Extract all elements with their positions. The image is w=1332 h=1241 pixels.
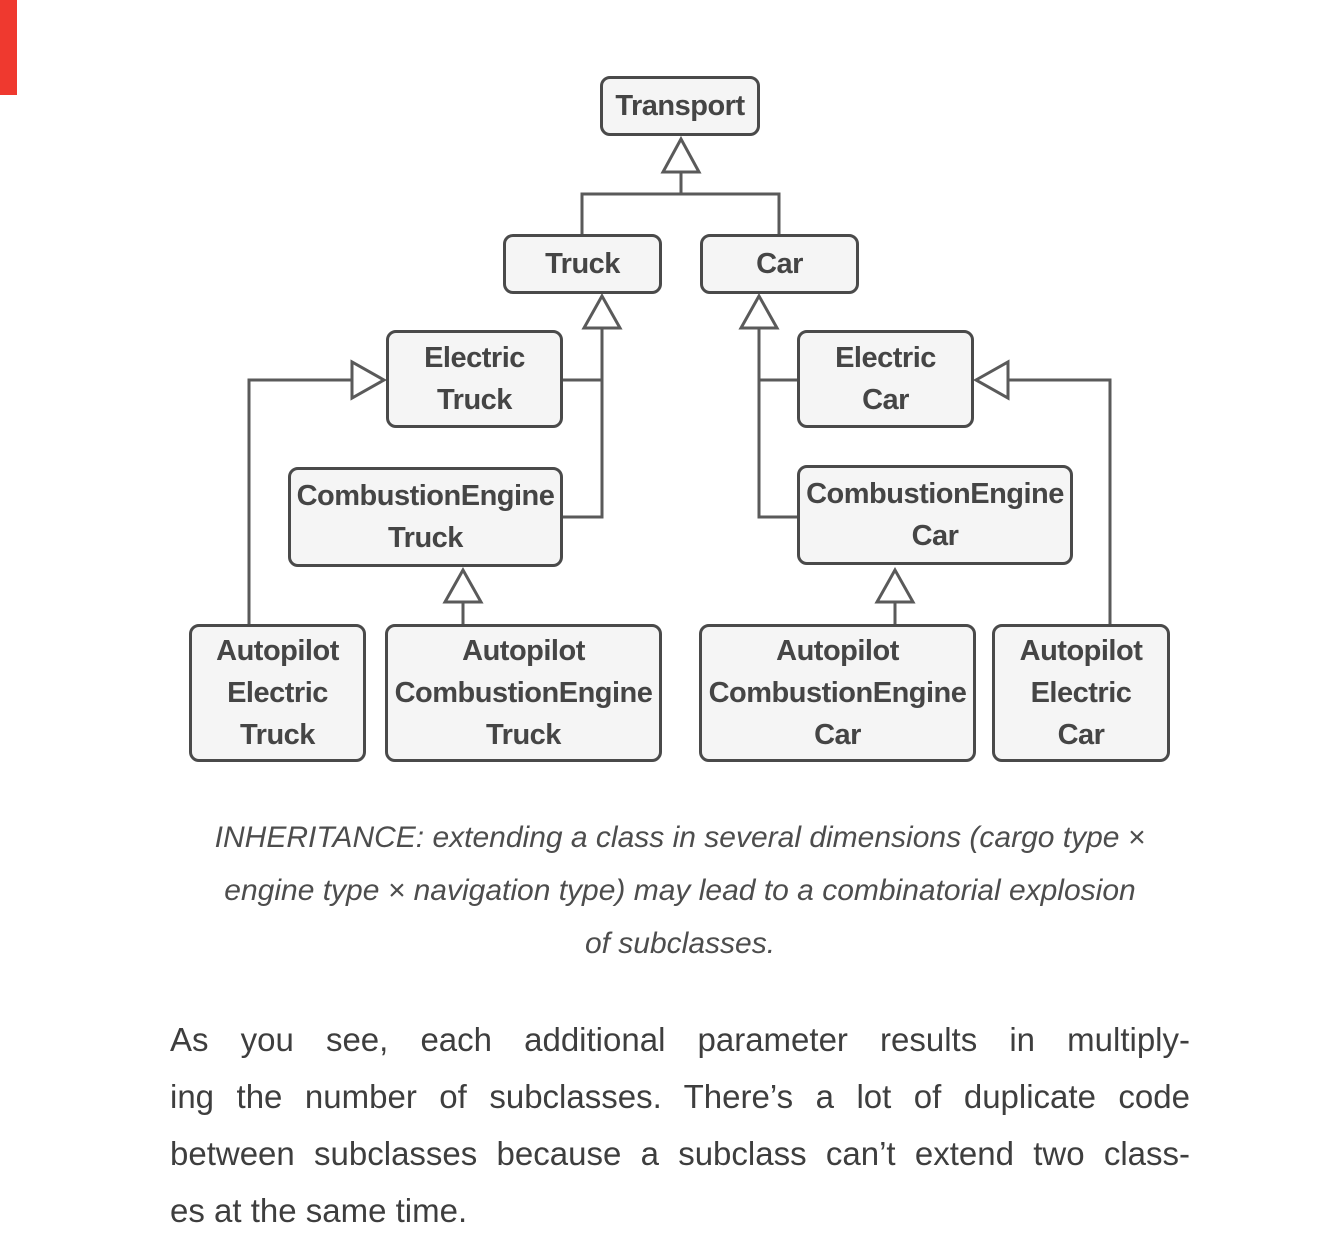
class-diagram: Transport Truck Car Electric Truck Elect… (189, 76, 1170, 762)
inheritance-arrowhead (738, 292, 780, 330)
page-edge-tab (0, 0, 17, 95)
inheritance-arrowhead (581, 292, 623, 330)
class-box-autopilot-combustion-engine-truck: Autopilot CombustionEngine Truck (385, 624, 662, 762)
paragraph-line: es at the same time. (170, 1192, 468, 1229)
class-box-electric-truck: Electric Truck (386, 330, 563, 428)
inheritance-arrowhead (350, 359, 388, 401)
caption-line: engine type × navigation type) may lead … (224, 874, 1136, 907)
class-box-transport: Transport (600, 76, 760, 136)
paragraph-line: ing the number of subclasses. There’s a … (170, 1078, 1190, 1115)
class-box-truck: Truck (503, 234, 662, 294)
class-box-car: Car (700, 234, 859, 294)
class-box-combustion-engine-car: CombustionEngine Car (797, 465, 1073, 565)
inheritance-edge (247, 378, 352, 624)
inheritance-arrowhead (660, 135, 702, 174)
caption-line: INHERITANCE: extending a class in severa… (214, 821, 1146, 854)
caption-line: of subclasses. (584, 927, 776, 960)
class-box-electric-car: Electric Car (797, 330, 974, 428)
inheritance-edge (580, 192, 781, 234)
class-box-autopilot-electric-car: Autopilot Electric Car (992, 624, 1170, 762)
inheritance-connectors (247, 135, 1112, 624)
inheritance-edge (563, 327, 604, 519)
class-box-combustion-engine-truck: CombustionEngine Truck (288, 467, 563, 567)
inheritance-arrowhead (972, 359, 1010, 401)
inheritance-edge (757, 327, 797, 519)
class-box-autopilot-combustion-engine-car: Autopilot CombustionEngine Car (699, 624, 976, 762)
figure-caption: INHERITANCE: extending a class in severa… (28, 811, 1332, 970)
inheritance-edge (1008, 378, 1112, 624)
paragraph-line: between subclasses because a subclass ca… (170, 1135, 1190, 1172)
inheritance-arrowhead (442, 566, 484, 604)
class-box-autopilot-electric-truck: Autopilot Electric Truck (189, 624, 366, 762)
paragraph-line: As you see, each additional parameter re… (170, 1021, 1190, 1058)
inheritance-arrowhead (874, 566, 916, 604)
paragraph: As you see, each additional parameter re… (170, 1011, 1190, 1239)
